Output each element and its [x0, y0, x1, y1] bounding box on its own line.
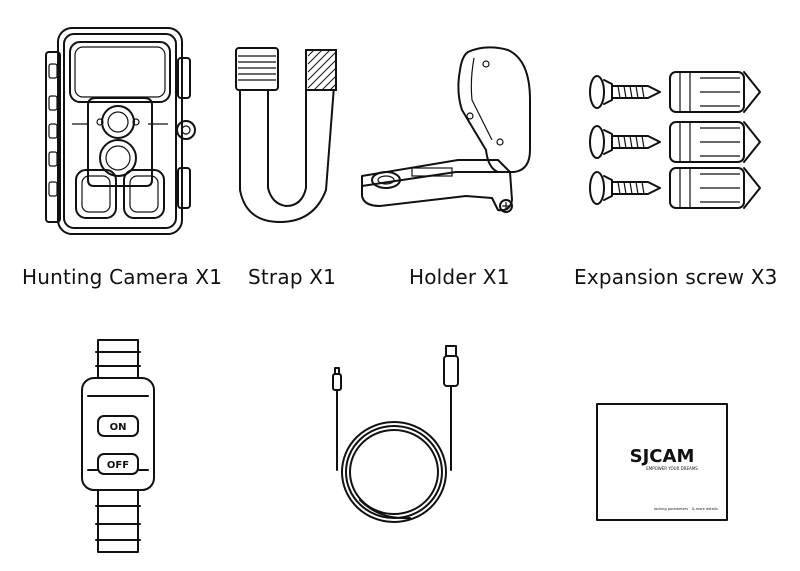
hunting-camera-caption: Hunting Camera X1 [22, 265, 223, 289]
manual-slogan: EMPOWER YOUR DREAMS [646, 466, 698, 471]
manual-brand: SJCAM [630, 446, 695, 467]
remote-on-label: ON [110, 422, 127, 433]
manual-footer-right: & more details [692, 507, 718, 511]
manual-footer-left: rocking parameters [654, 507, 688, 511]
remote-off-label: OFF [107, 460, 129, 471]
strap-caption: Strap X1 [248, 265, 337, 289]
holder-caption: Holder X1 [409, 265, 510, 289]
expansion-screw-caption: Expansion screw X3 [574, 265, 778, 289]
